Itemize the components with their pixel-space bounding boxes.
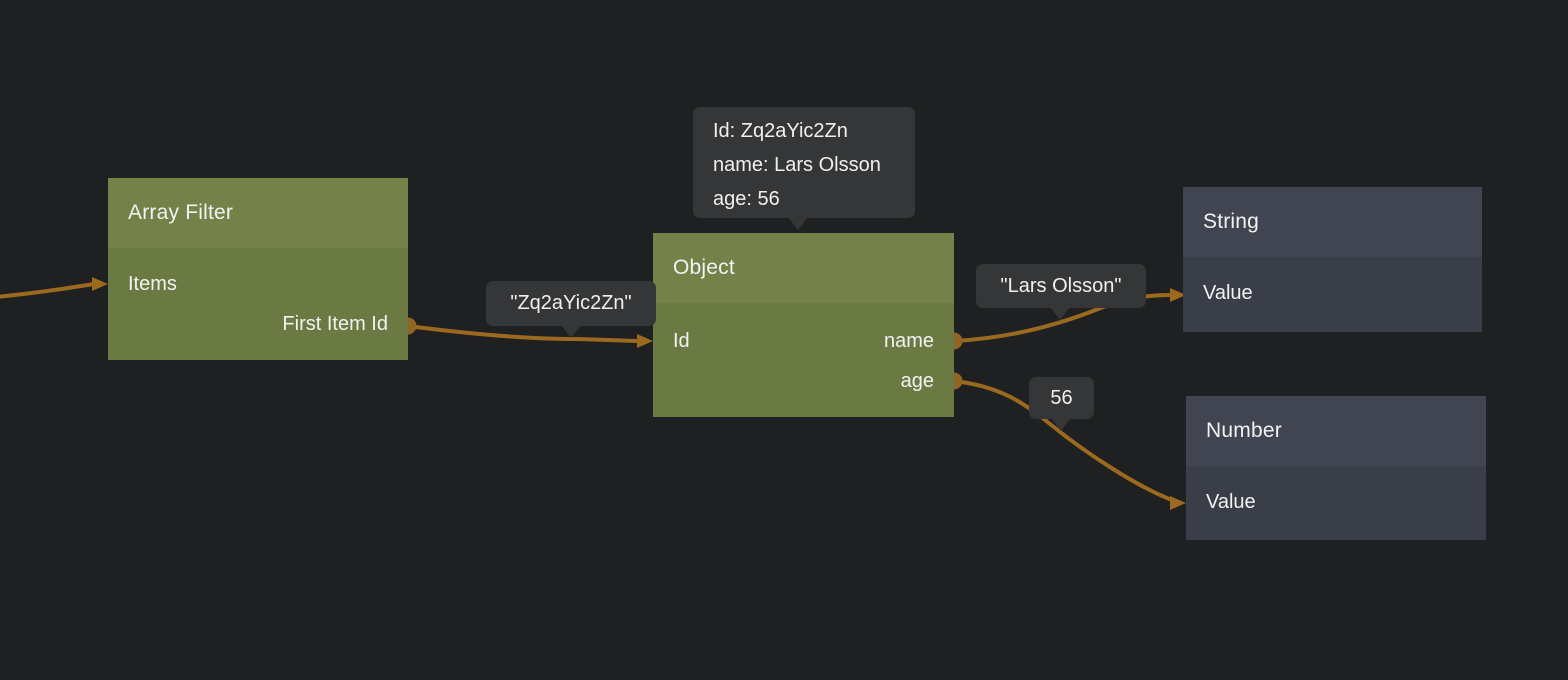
port-label-first-item-id: First Item Id — [282, 312, 388, 335]
node-object-body: Id name age — [653, 303, 954, 417]
wire-into-items[interactable] — [0, 282, 96, 299]
port-row-items: Items — [108, 264, 408, 304]
arrowhead-number-value-input — [1170, 496, 1186, 510]
age-value-tooltip: 56 — [1029, 377, 1094, 431]
node-number-header[interactable]: Number — [1186, 396, 1486, 466]
arrowhead-string-value-input — [1170, 288, 1186, 302]
wire-name-to-string-value[interactable] — [952, 293, 1174, 343]
object-preview-line-id: Id: Zq2aYic2Zn — [713, 120, 848, 142]
wire-age-to-number-value[interactable] — [952, 379, 1174, 502]
node-string-body: Value — [1183, 257, 1482, 332]
object-preview-line-age: age: 56 — [713, 188, 780, 210]
port-row-string-value: Value — [1183, 273, 1482, 313]
node-string-title: String — [1203, 210, 1260, 233]
node-number[interactable]: Number Value — [1186, 396, 1486, 540]
node-object-header[interactable]: Object — [653, 233, 954, 303]
port-label-items: Items — [128, 272, 177, 295]
node-string[interactable]: String Value — [1183, 187, 1482, 332]
id-value-text: "Zq2aYic2Zn" — [510, 292, 632, 314]
tooltip-pointer — [788, 217, 808, 230]
port-row-id-name: Id name — [653, 321, 954, 361]
name-value-text: "Lars Olsson" — [1000, 275, 1122, 297]
node-number-title: Number — [1206, 419, 1282, 442]
node-object[interactable]: Object Id name age — [653, 233, 954, 417]
id-value-tooltip: "Zq2aYic2Zn" — [486, 281, 656, 338]
node-string-header[interactable]: String — [1183, 187, 1482, 257]
name-value-tooltip: "Lars Olsson" — [976, 264, 1146, 320]
port-label-id: Id — [673, 329, 690, 352]
port-row-age: age — [653, 361, 954, 401]
port-label-age: age — [900, 369, 934, 392]
node-array-filter-title: Array Filter — [128, 201, 234, 224]
node-object-title: Object — [673, 256, 735, 279]
age-value-text: 56 — [1050, 387, 1073, 409]
node-number-body: Value — [1186, 466, 1486, 540]
node-array-filter-body: Items First Item Id — [108, 248, 408, 360]
object-preview-tooltip: Id: Zq2aYic2Zn name: Lars Olsson age: 56 — [693, 107, 915, 230]
node-array-filter[interactable]: Array Filter Items First Item Id — [108, 178, 408, 360]
port-label-name: name — [883, 329, 934, 352]
port-label-number-value: Value — [1206, 490, 1256, 513]
port-label-string-value: Value — [1203, 281, 1253, 304]
wire-first-item-id-to-object-id[interactable] — [406, 324, 642, 343]
arrowhead-object-id-input — [637, 334, 653, 348]
port-row-number-value: Value — [1186, 482, 1486, 522]
tooltip-pointer — [1050, 307, 1070, 320]
arrowhead-items-input — [92, 277, 108, 291]
port-row-first-item-id: First Item Id — [108, 304, 408, 344]
node-array-filter-header[interactable]: Array Filter — [108, 178, 408, 248]
object-preview-line-name: name: Lars Olsson — [713, 154, 881, 176]
tooltip-pointer — [1051, 418, 1071, 431]
tooltip-pointer — [561, 325, 581, 338]
